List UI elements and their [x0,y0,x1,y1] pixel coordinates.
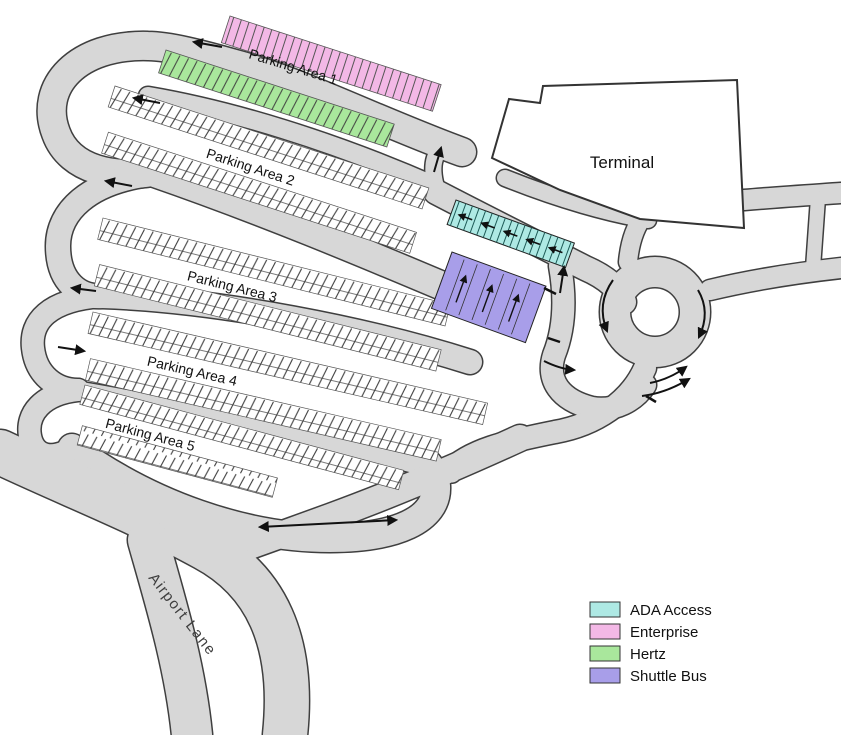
legend-swatch-ada [589,601,621,618]
parking-row [93,264,442,372]
hertz-band [158,49,395,148]
arrow-exit-northeast-2 [641,377,691,397]
shuttle-bus-zone [430,251,547,344]
legend-label-hertz: Hertz [630,646,666,663]
crossing-gates [543,286,657,404]
parking-area-4-rows: Parking Area 4 [85,311,489,462]
ada-access-zone [446,199,576,269]
legend-swatch-shuttle [589,667,621,684]
parking-row [87,311,489,425]
gate-tick [645,394,657,404]
legend-label-shuttle: Shuttle Bus [630,668,707,685]
arrow-roundabout-east [697,289,708,339]
arrow-roundabout-west [598,279,614,334]
legend-label-enterprise: Enterprise [630,624,698,641]
gate-tick [543,286,557,296]
arrow-row3-west [69,283,97,295]
legend-swatch-hertz [589,645,621,662]
terminal-label: Terminal [590,153,654,172]
parking-row [85,358,442,462]
shuttle-zone-dividers [445,259,531,335]
enterprise-zone [220,15,442,112]
parking-row [107,85,430,210]
terminal-building: Terminal [490,78,746,230]
shuttle-zone-fill [430,251,547,344]
legend-item-hertz: Hertz [589,645,666,663]
arrow-collector-north [557,264,569,294]
legend-label-ada: ADA Access [630,602,712,619]
parking-row [101,131,417,254]
parking-row [76,425,278,498]
hertz-zone [158,49,395,148]
roundabout-surface [600,257,710,367]
legend: ADA Access Enterprise Hertz Shuttle Bus [589,601,712,685]
legend-item-enterprise: Enterprise [589,623,698,641]
shuttle-direction-arrows [455,274,520,322]
arrow-row2-west [103,177,133,189]
enterprise-band [220,15,442,112]
arrow-aisle-west [131,94,161,106]
arrow-exit-northeast-1 [649,365,688,384]
arrow-bottom-two-way [257,514,399,533]
legend-item-shuttle: Shuttle Bus [589,667,707,685]
legend-item-ada: ADA Access [589,601,712,619]
terminal-shape [490,78,746,230]
legend-swatch-enterprise [589,623,621,640]
parking-area-2-rows: Parking Area 2 [101,85,430,254]
parking-row [79,384,405,491]
ada-direction-arrows [457,213,563,254]
traffic-arrows [57,38,708,533]
arrow-row4-east [57,344,87,356]
arrow-collector-south [543,360,577,375]
arrow-ramp-north [433,145,444,173]
arrow-top-west [191,38,223,49]
roads-surface [0,46,841,735]
gate-tick [547,336,561,344]
parking-row [97,217,451,327]
